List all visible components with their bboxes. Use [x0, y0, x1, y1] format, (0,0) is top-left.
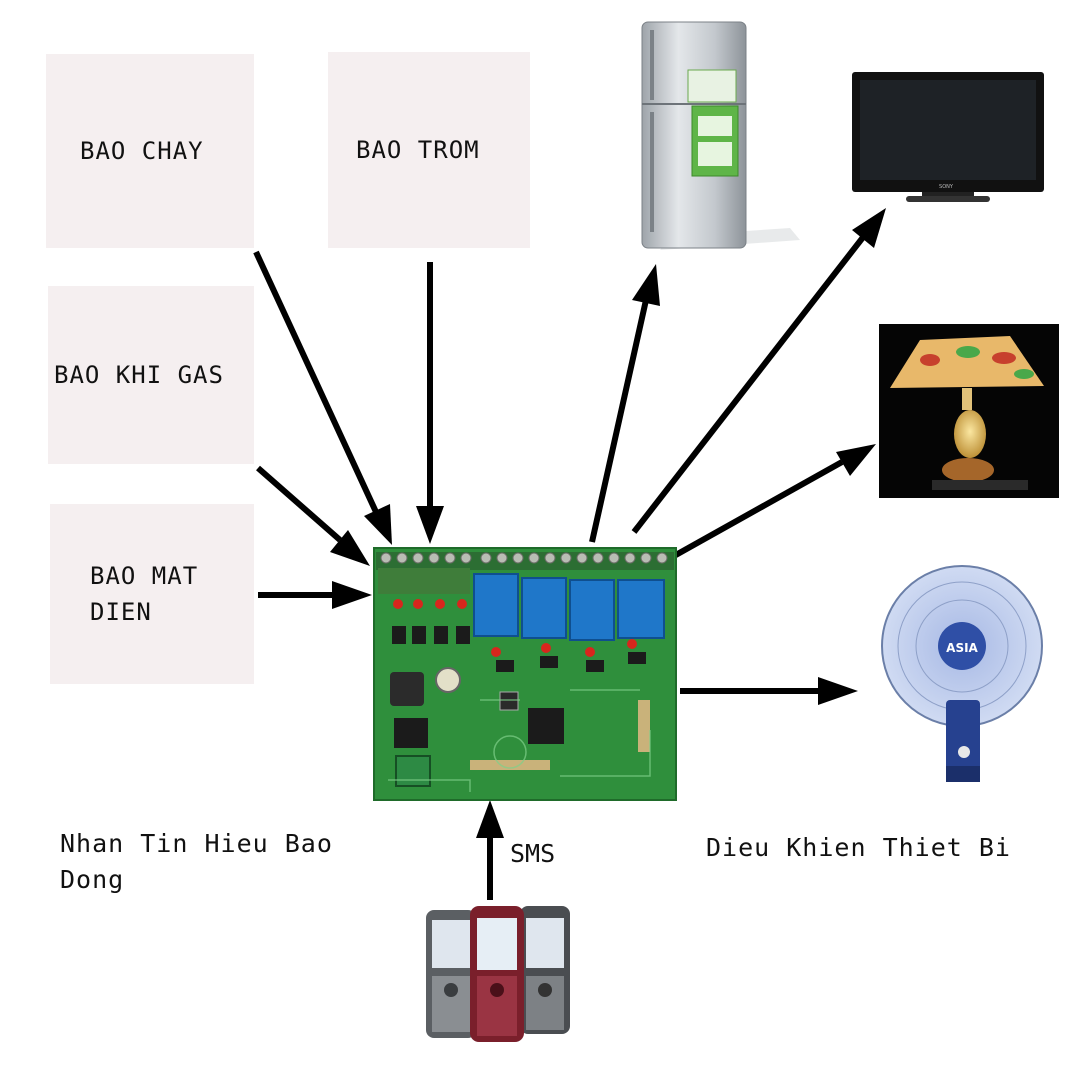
voltage-regulator [394, 718, 428, 748]
gas-alarm-box: BAO KHI GAS [48, 286, 254, 464]
optocoupler-chips [392, 626, 646, 672]
arrow-board-to-tv [631, 208, 886, 534]
control-devices-caption: Dieu Khien Thiet Bi [706, 833, 1011, 862]
arrow-power-to-board [258, 581, 372, 609]
arrow-phone-to-board [476, 800, 504, 900]
fire-alarm-label: BAO CHAY [80, 137, 204, 165]
tv-brand-label: SONY [939, 184, 954, 190]
burglar-alarm-box: BAO TROM [328, 52, 530, 248]
capacitor [435, 667, 461, 693]
power-loss-label-line1: BAO MAT [90, 562, 199, 590]
lamp-image [879, 324, 1059, 498]
fire-alarm-box: BAO CHAY [46, 54, 254, 248]
inductor [390, 672, 424, 706]
arrow-board-to-fridge [589, 264, 660, 543]
microcontroller [528, 708, 564, 744]
push-button [499, 691, 519, 711]
receive-alarm-caption-line1: Nhan Tin Hieu Bao [60, 829, 333, 858]
fan-image: ASIA [881, 565, 1043, 782]
burglar-alarm-label: BAO TROM [356, 136, 480, 164]
receive-alarm-caption-line2: Dong [60, 865, 125, 894]
television-image: SONY [852, 72, 1044, 202]
arrow-fire-to-board [253, 250, 392, 545]
arrow-burglar-to-board [416, 262, 444, 544]
sms-caption: SMS [510, 839, 556, 868]
status-leds [393, 599, 637, 657]
receive-alarm-caption: Nhan Tin Hieu Bao Dong [60, 826, 333, 898]
arrow-gas-to-board [256, 465, 370, 566]
arrow-board-to-lamp [672, 444, 876, 559]
power-terminal [395, 755, 431, 787]
arrow-board-to-fan [680, 677, 858, 705]
gas-alarm-label: BAO KHI GAS [54, 361, 224, 389]
fan-brand-label: ASIA [946, 641, 978, 655]
pin-header [470, 700, 650, 770]
control-board [373, 547, 677, 801]
refrigerator-image [641, 21, 800, 250]
pcb-traces [388, 689, 651, 792]
power-loss-label-line2: DIEN [90, 598, 152, 626]
terminal-block-strip [376, 552, 674, 594]
mobile-phones-image [426, 906, 570, 1042]
power-loss-box: BAO MAT DIEN [50, 504, 254, 684]
relay-modules [473, 573, 665, 641]
